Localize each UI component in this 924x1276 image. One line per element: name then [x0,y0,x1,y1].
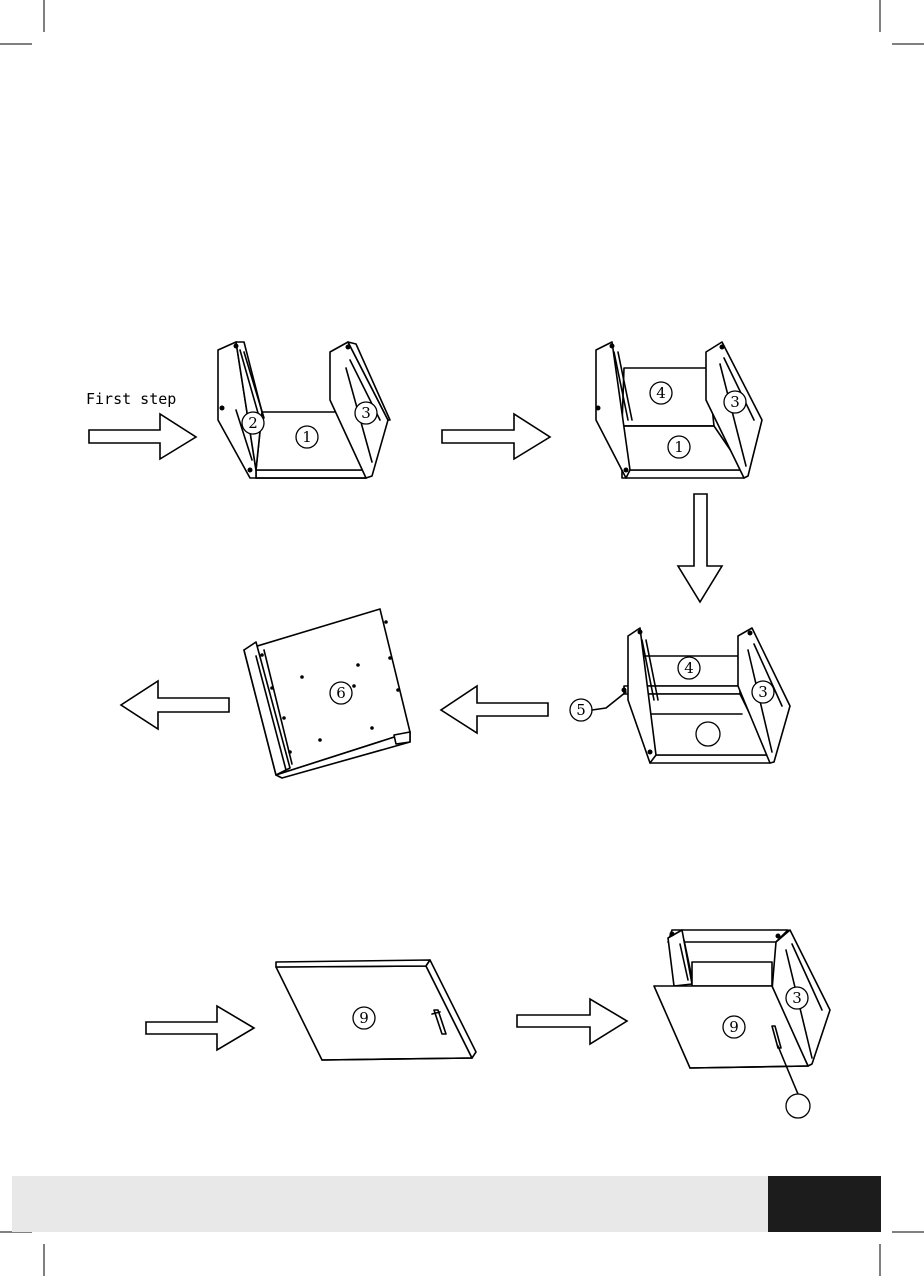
svg-text:2: 2 [248,414,258,432]
callout-part-3c: 3 [752,681,774,703]
svg-text:3: 3 [792,989,802,1007]
svg-text:4: 4 [656,384,666,402]
footer-page-block [768,1176,881,1232]
arrow-right-3 [146,1006,254,1050]
arrow-left-1 [441,686,548,733]
callout-blank-1 [696,722,720,746]
svg-text:4: 4 [684,659,694,677]
callout-part-5: 5 [570,692,626,721]
svg-text:9: 9 [359,1009,369,1027]
svg-text:3: 3 [361,404,371,422]
svg-text:9: 9 [729,1018,739,1036]
arrow-right-1 [89,414,196,459]
callout-part-3a: 3 [355,402,377,424]
callout-part-9a: 9 [353,1007,375,1029]
arrow-right-2 [442,414,550,459]
svg-text:1: 1 [674,438,684,456]
svg-text:3: 3 [730,393,740,411]
door-panel [276,960,476,1060]
svg-text:3: 3 [758,683,768,701]
callout-blank-2 [786,1094,810,1118]
callout-part-4b: 4 [678,657,700,679]
callout-part-1b: 1 [668,436,690,458]
callout-part-2a: 2 [242,412,264,434]
callout-part-9b: 9 [723,1016,745,1038]
assembly-step-4-top-panel [244,609,410,778]
callout-part-3b: 3 [724,391,746,413]
callout-part-6: 6 [330,682,352,704]
callout-part-3d: 3 [786,987,808,1009]
svg-text:5: 5 [576,701,586,719]
callout-part-4a: 4 [650,382,672,404]
arrow-left-2 [121,681,229,729]
svg-text:1: 1 [302,428,312,446]
footer-bar [12,1176,768,1232]
callout-part-1a: 1 [296,426,318,448]
arrow-down [678,494,722,602]
first-step-label: First step [86,390,176,408]
svg-text:6: 6 [336,684,346,702]
final-assembly [654,930,830,1094]
arrow-right-4 [517,999,627,1044]
